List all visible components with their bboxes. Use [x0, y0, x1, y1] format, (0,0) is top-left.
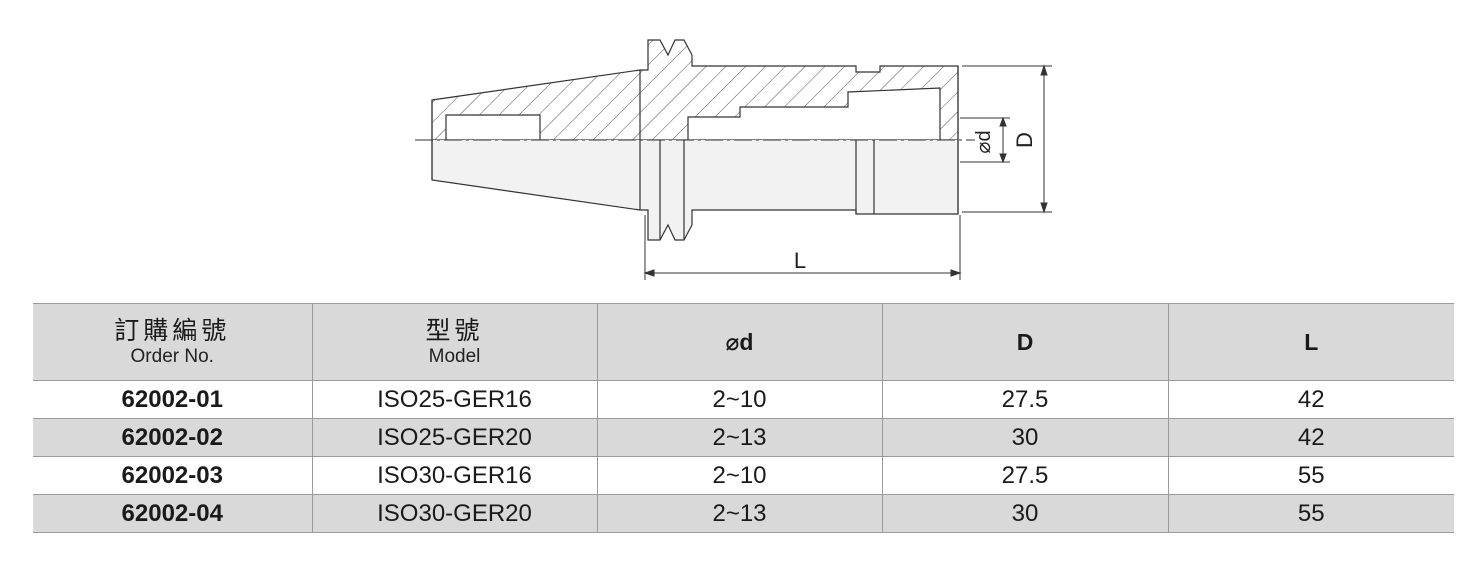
- header-order-no-en: Order No.: [130, 346, 214, 367]
- cell-model: ISO25-GER20: [312, 418, 598, 457]
- dimension-L: [643, 215, 962, 280]
- table-row: 62002-04 ISO30-GER20 2~13 30 55: [33, 494, 1454, 533]
- cell-L: 42: [1168, 380, 1454, 419]
- cell-L: 55: [1168, 456, 1454, 495]
- spec-table: 訂購編號 Order No. 型號 Model ⌀d D L 62002-01 …: [33, 303, 1454, 533]
- cell-d: 2~10: [597, 380, 883, 419]
- cell-order-no: 62002-04: [33, 494, 313, 533]
- header-order-no-zh: 訂購編號: [114, 316, 231, 345]
- cell-order-no: 62002-03: [33, 456, 313, 495]
- dimension-d-label: ⌀d: [973, 130, 995, 153]
- cell-d: 2~13: [597, 494, 883, 533]
- dimension-D: [962, 64, 1052, 214]
- cell-D: 27.5: [882, 380, 1169, 419]
- header-order-no: 訂購編號 Order No.: [33, 303, 313, 381]
- cell-D: 30: [882, 494, 1169, 533]
- header-model-en: Model: [428, 346, 481, 367]
- dimension-L-label: L: [794, 248, 806, 273]
- table-row: 62002-02 ISO25-GER20 2~13 30 42: [33, 418, 1454, 457]
- cell-order-no: 62002-01: [33, 380, 313, 419]
- header-L: L: [1168, 303, 1454, 381]
- header-D-label: D: [1016, 328, 1034, 355]
- holder-body: [431, 39, 959, 241]
- cell-D: 27.5: [882, 456, 1169, 495]
- table-row: 62002-01 ISO25-GER16 2~10 27.5 42: [33, 380, 1454, 419]
- header-d-label: ⌀d: [725, 328, 754, 355]
- cell-L: 42: [1168, 418, 1454, 457]
- cell-d: 2~10: [597, 456, 883, 495]
- header-model-zh: 型號: [425, 316, 484, 345]
- cell-d: 2~13: [597, 418, 883, 457]
- cell-L: 55: [1168, 494, 1454, 533]
- dimension-D-label: D: [1012, 132, 1037, 148]
- table-header-row: 訂購編號 Order No. 型號 Model ⌀d D L: [33, 303, 1454, 381]
- cell-model: ISO30-GER16: [312, 456, 598, 495]
- table-row: 62002-03 ISO30-GER16 2~10 27.5 55: [33, 456, 1454, 495]
- header-D: D: [882, 303, 1169, 381]
- cell-model: ISO30-GER20: [312, 494, 598, 533]
- dimension-d: [960, 116, 1010, 164]
- header-model: 型號 Model: [312, 303, 598, 381]
- holder-lower-half: [431, 140, 959, 241]
- header-L-label: L: [1304, 328, 1319, 355]
- cell-order-no: 62002-02: [33, 418, 313, 457]
- tool-holder-drawing: ⌀d D L: [415, 39, 1052, 280]
- cell-model: ISO25-GER16: [312, 380, 598, 419]
- header-d: ⌀d: [597, 303, 883, 381]
- cell-D: 30: [882, 418, 1169, 457]
